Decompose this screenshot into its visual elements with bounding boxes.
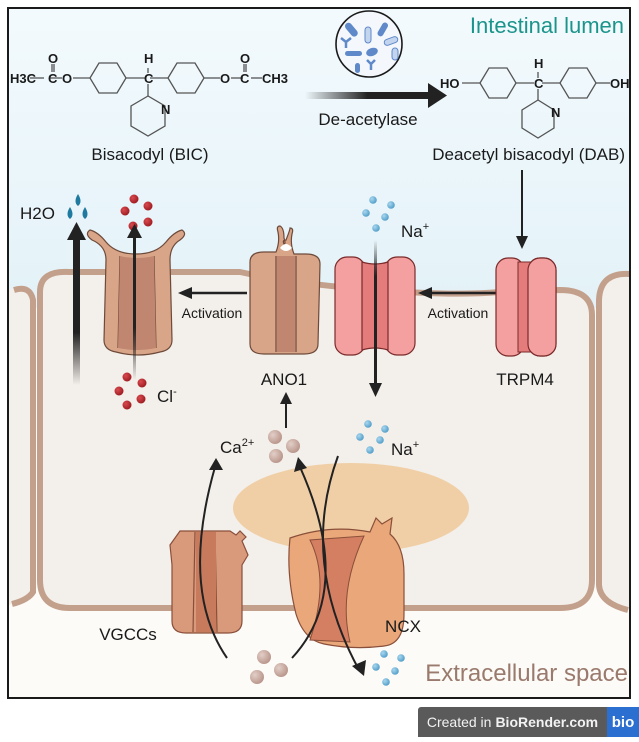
sodium-label-cell: Na+ <box>391 439 419 459</box>
activation-label-1: Activation <box>182 305 243 321</box>
ca-arrow-head-1 <box>209 458 223 470</box>
cell-right-partial <box>596 270 631 613</box>
calcium-ions-extracellular <box>250 650 288 684</box>
dab-right-group: OH <box>610 76 630 91</box>
dab-h: H <box>534 56 543 71</box>
trpm4-label: TRPM4 <box>496 370 554 389</box>
er-organelle <box>233 463 469 553</box>
na-efflux-arrow-head <box>352 660 366 676</box>
calcium-label: Ca2+ <box>220 437 254 457</box>
bic-c-right: C <box>240 71 250 86</box>
dab-c: C <box>534 76 544 91</box>
bisacodyl-structure <box>30 62 262 137</box>
sodium-label-lumen: Na+ <box>401 221 429 241</box>
bic-o-right: O <box>220 71 230 86</box>
bic-o-carbonyl-left: O <box>48 51 58 66</box>
chloride-ions-cell <box>114 372 147 410</box>
bic-n: N <box>161 102 170 117</box>
trpm4-channel <box>495 257 557 357</box>
bic-o-left: O <box>62 71 72 86</box>
water-label: H2O <box>20 204 55 223</box>
cell-left-partial <box>8 285 36 607</box>
bic-left-group: H3C <box>10 71 37 86</box>
vgccs-label: VGCCs <box>99 625 157 644</box>
frame-border <box>7 7 631 699</box>
ano1-label: ANO1 <box>261 370 307 389</box>
activation-label-2: Activation <box>428 305 489 321</box>
sodium-influx-arrow <box>369 240 382 397</box>
activation-arrow-ano1 <box>178 287 247 299</box>
dab-label: Deacetyl bisacodyl (DAB) <box>432 145 625 164</box>
sodium-ions-cell <box>356 420 389 454</box>
ca-to-ano1-arrow <box>280 392 292 428</box>
extracellular-label: Extracellular space <box>425 660 628 687</box>
dab-to-trpm4-arrow <box>516 170 528 249</box>
bic-o-carbonyl-right: O <box>240 51 250 66</box>
bic-h: H <box>144 51 153 66</box>
calcium-ions-cell <box>268 430 300 463</box>
activation-arrow-trpm4 <box>418 287 497 299</box>
ca-arrow-head-2 <box>294 457 307 472</box>
water-efflux-arrow <box>67 222 86 385</box>
water-drops-icon <box>67 194 88 219</box>
bacteria-icon <box>335 10 403 78</box>
sodium-ions-extracellular <box>372 650 405 686</box>
deacetylase-label: De-acetylase <box>318 110 417 129</box>
lumen-label: Intestinal lumen <box>470 13 624 38</box>
dab-structure <box>462 67 610 139</box>
chloride-efflux-arrow <box>127 224 142 380</box>
ncx-label: NCX <box>385 617 421 636</box>
calcium-influx-arrows <box>199 455 359 669</box>
ano1-channel <box>249 225 321 355</box>
vgcc-channel <box>169 530 249 634</box>
bic-c-left: C <box>48 71 58 86</box>
deacetylase-arrow <box>305 83 447 108</box>
dab-n: N <box>551 105 560 120</box>
chloride-label: Cl- <box>157 386 177 406</box>
dab-left-group: HO <box>440 76 460 91</box>
na-channel <box>362 196 395 232</box>
bic-right-group: CH3 <box>262 71 288 86</box>
bic-c-center: C <box>144 71 154 86</box>
biorender-logo-icon: bio <box>607 707 639 737</box>
chloride-ions-lumen <box>120 194 153 231</box>
bisacodyl-label: Bisacodyl (BIC) <box>91 145 208 164</box>
